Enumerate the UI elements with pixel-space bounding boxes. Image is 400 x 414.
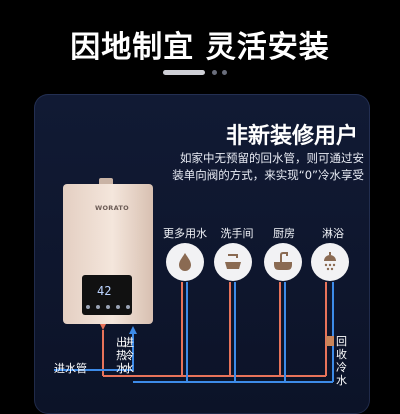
shower-icon — [324, 252, 336, 271]
sink-faucet-icon — [274, 252, 292, 270]
pager-dot — [212, 70, 217, 75]
panel-buttons — [84, 303, 130, 311]
pager-dot — [222, 70, 227, 75]
hot-arrow-icon — [99, 322, 107, 330]
check-valve-icon — [326, 336, 334, 346]
cold-pipe-in — [54, 330, 134, 371]
card-description: 如家中无预留的回水管，则可通过安 装单向阀的方式，来实现“0”冷水享受 — [150, 150, 364, 184]
fixture-label-restroom: 洗手间 — [220, 227, 254, 240]
water-drop-icon — [179, 253, 191, 271]
panel-button — [116, 305, 120, 309]
cold-in-label: 进冷水 — [123, 336, 134, 375]
heater-flue — [99, 178, 113, 186]
heater-display: 42 — [97, 284, 112, 298]
water-inlet-label: 进水管 — [54, 362, 87, 375]
fixture-kitchen — [264, 243, 302, 281]
fixture-restroom — [214, 243, 252, 281]
return-label: 回收冷水 — [336, 335, 347, 387]
hot-water-pipe — [102, 282, 327, 377]
panel-button — [126, 305, 130, 309]
heater-brand: WORATO — [95, 204, 129, 212]
fixture-label-more-water: 更多用水 — [163, 227, 207, 240]
panel-button — [96, 305, 100, 309]
basin-faucet-icon — [225, 254, 241, 269]
fixture-shower — [311, 243, 349, 281]
cold-arrow-icon — [129, 326, 137, 334]
desc-line-2: 装单向阀的方式，来实现“0”冷水享受 — [172, 168, 364, 182]
fixture-label-shower: 淋浴 — [322, 227, 344, 240]
desc-line-1: 如家中无预留的回水管，则可通过安 — [180, 151, 364, 165]
cold-water-pipe — [54, 282, 334, 383]
panel-button — [86, 305, 90, 309]
pipe-diagram — [54, 282, 334, 383]
hot-out-label: 出热水 — [116, 336, 127, 375]
fixture-label-kitchen: 厨房 — [273, 227, 295, 240]
page-title: 因地制宜 灵活安装 — [70, 30, 330, 65]
pager-active — [163, 70, 205, 75]
card-title: 非新装修用户 — [225, 124, 358, 149]
panel-button — [106, 305, 110, 309]
fixture-more-water — [166, 243, 204, 281]
